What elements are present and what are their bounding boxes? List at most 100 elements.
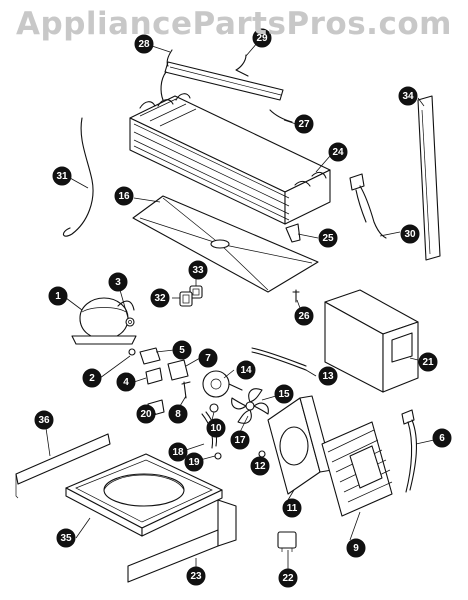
callout-circle — [108, 272, 128, 292]
part-1-compressor — [71, 297, 137, 345]
callout-circle — [400, 224, 420, 244]
callout-number: 22 — [282, 573, 294, 584]
callout-5: 5 — [172, 340, 192, 360]
callout-number: 25 — [322, 233, 334, 244]
callout-number: 10 — [210, 423, 222, 434]
callout-circle — [172, 340, 192, 360]
callout-number: 28 — [138, 39, 150, 50]
callout-number: 23 — [190, 571, 202, 582]
part-23-panel — [127, 499, 237, 583]
callout-circle — [294, 114, 314, 134]
callout-badges: 1234567891011121314151617181920212223242… — [34, 28, 452, 588]
part-8-clip — [181, 381, 191, 399]
part-29-clip — [235, 54, 249, 77]
callout-number: 9 — [353, 543, 359, 554]
part-34-strip — [417, 95, 441, 261]
part-13-cord — [251, 347, 307, 371]
callout-number: 5 — [179, 345, 185, 356]
part-6-power-cord — [401, 409, 417, 493]
callout-circle — [318, 228, 338, 248]
callout-29: 29 — [252, 28, 272, 48]
callout-4: 4 — [116, 372, 136, 392]
part-10-screw — [209, 403, 219, 413]
callout-number: 17 — [234, 435, 246, 446]
callout-circle — [52, 166, 72, 186]
callout-16: 16 — [114, 186, 134, 206]
callout-8: 8 — [168, 404, 188, 424]
callout-circle — [188, 260, 208, 280]
part-30-heater — [349, 173, 387, 239]
callout-circle — [328, 142, 348, 162]
callout-34: 34 — [398, 86, 418, 106]
callout-circle — [250, 456, 270, 476]
callout-number: 32 — [154, 293, 166, 304]
part-31-wire — [62, 117, 94, 237]
callout-number: 14 — [240, 365, 252, 376]
callout-circle — [346, 538, 366, 558]
callout-circle — [318, 366, 338, 386]
callout-number: 27 — [298, 119, 310, 130]
callout-number: 19 — [188, 457, 200, 468]
callout-number: 24 — [332, 147, 344, 158]
callout-circle — [82, 368, 102, 388]
callout-number: 33 — [192, 265, 204, 276]
callout-23: 23 — [186, 566, 206, 586]
callout-number: 11 — [287, 503, 298, 514]
part-24-evaporator — [129, 93, 331, 225]
callout-number: 4 — [123, 377, 129, 388]
part-35-drain-tray — [65, 453, 223, 537]
part-7-cover — [167, 359, 189, 381]
callout-24: 24 — [328, 142, 348, 162]
callout-17: 17 — [230, 430, 250, 450]
callout-number: 18 — [172, 447, 184, 458]
callout-20: 20 — [136, 404, 156, 424]
callout-circle — [418, 352, 438, 372]
callout-26: 26 — [294, 306, 314, 326]
callout-22: 22 — [278, 568, 298, 588]
callout-3: 3 — [108, 272, 128, 292]
callout-circle — [236, 360, 256, 380]
callout-15: 15 — [274, 384, 294, 404]
part-14-fan-motor — [202, 370, 243, 398]
part-32-grommet — [179, 291, 193, 307]
callout-circle — [184, 452, 204, 472]
callout-14: 14 — [236, 360, 256, 380]
callout-30: 30 — [400, 224, 420, 244]
part-5-relay — [139, 347, 161, 365]
callout-21: 21 — [418, 352, 438, 372]
callout-number: 31 — [56, 171, 68, 182]
part-15-fan-blade — [231, 388, 269, 424]
callout-31: 31 — [52, 166, 72, 186]
callout-10: 10 — [206, 418, 226, 438]
callout-12: 12 — [250, 456, 270, 476]
callout-number: 35 — [60, 533, 72, 544]
callout-number: 34 — [402, 91, 414, 102]
callout-circle — [432, 428, 452, 448]
part-28-tube — [160, 49, 293, 123]
callout-18: 18 — [168, 442, 188, 462]
callout-28: 28 — [134, 34, 154, 54]
part-36-bar — [15, 433, 111, 499]
callout-25: 25 — [318, 228, 338, 248]
callout-circle — [206, 418, 226, 438]
callout-circle — [168, 442, 188, 462]
callout-circle — [274, 384, 294, 404]
callout-circle — [398, 86, 418, 106]
callout-number: 8 — [175, 409, 181, 420]
callout-circle — [278, 568, 298, 588]
callout-6: 6 — [432, 428, 452, 448]
callout-number: 12 — [254, 461, 266, 472]
callout-circle — [48, 286, 68, 306]
part-26-screw — [292, 289, 300, 303]
callout-number: 2 — [89, 373, 95, 384]
callout-number: 7 — [205, 353, 211, 364]
callout-number: 30 — [404, 229, 416, 240]
callout-circle — [134, 34, 154, 54]
callout-circle — [150, 288, 170, 308]
callout-circle — [230, 430, 250, 450]
callout-36: 36 — [34, 410, 54, 430]
callout-35: 35 — [56, 528, 76, 548]
part-12-nut — [258, 450, 266, 458]
callout-number: 3 — [115, 277, 121, 288]
